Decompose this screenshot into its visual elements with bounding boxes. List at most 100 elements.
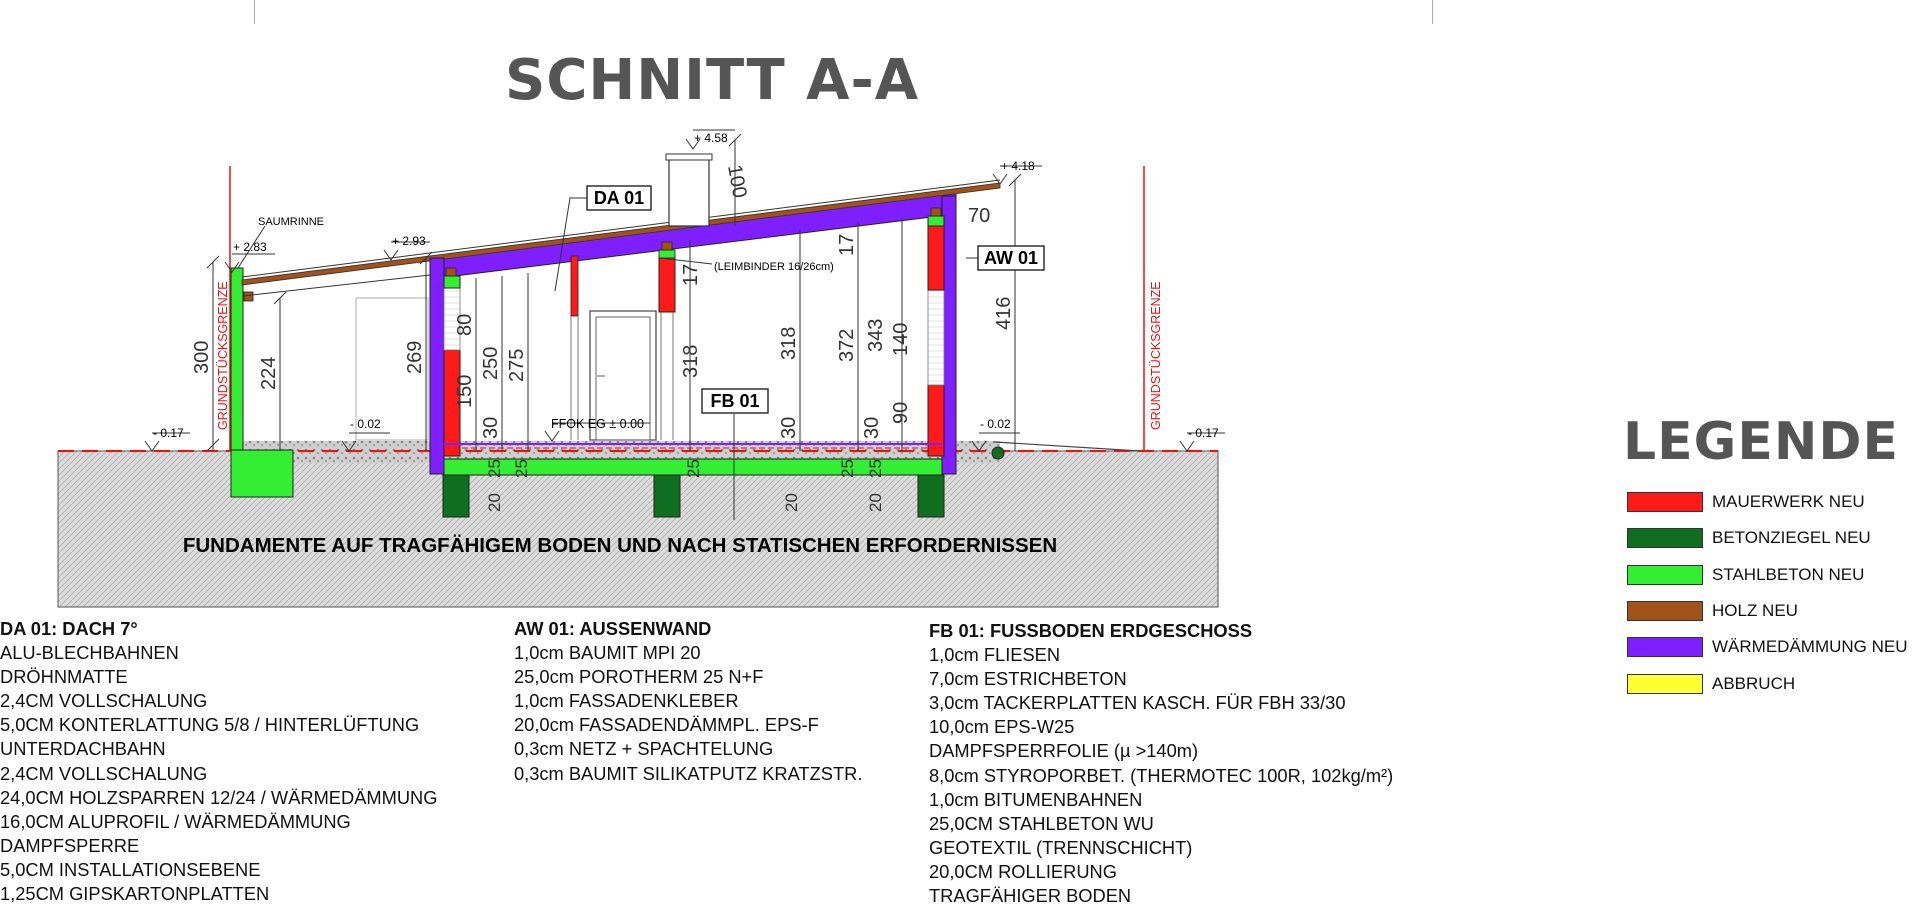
- dim-416: 416: [993, 297, 1015, 330]
- spec-aw01-title: AW 01: AUSSENWAND: [514, 618, 712, 639]
- spec-line: 10,0cm EPS-W25: [929, 716, 1075, 738]
- spec-line: 25,0CM STAHLBETON WU: [929, 812, 1154, 834]
- dim-20-c: 20: [866, 493, 885, 512]
- boundary-left-label: GRUNDSTÜCKSGRENZE: [216, 281, 230, 430]
- dim-224: 224: [258, 357, 280, 390]
- legend-label: HOLZ NEU: [1712, 601, 1798, 621]
- legend-swatch: [1627, 673, 1703, 694]
- sheet-mark-left: [254, 0, 255, 24]
- spec-line: 3,0cm TACKERPLATTEN KASCH. FÜR FBH 33/30: [929, 692, 1346, 714]
- spec-line: 1,0cm BAUMIT MPI 20: [514, 642, 701, 664]
- dim-25-e: 25: [866, 459, 885, 478]
- legend-swatch: [1627, 528, 1703, 549]
- section-drawing: DA 01 AW 01 FB 01 FUNDAMENTE AUF TRAGFÄH…: [57, 129, 1225, 608]
- dim-20-b: 20: [782, 493, 801, 512]
- spec-line: 8,0cm STYROPORBET. (THERMOTEC 100R, 102k…: [929, 764, 1394, 786]
- spec-line: 0,3cm BAUMIT SILIKATPUTZ KRATZSTR.: [514, 762, 863, 784]
- spec-line: 1,0cm BITUMENBAHNEN: [929, 788, 1143, 810]
- foundation-note: FUNDAMENTE AUF TRAGFÄHIGEM BODEN UND NAC…: [183, 534, 1057, 557]
- dim-25-b: 25: [512, 459, 531, 478]
- dim-250: 250: [480, 347, 502, 380]
- dim-343: 343: [865, 319, 887, 352]
- level-minus-017-right: - 0.17: [1188, 426, 1219, 440]
- foundation-left: [442, 474, 470, 518]
- boundary-right-label: GRUNDSTÜCKSGRENZE: [1149, 281, 1163, 430]
- level-458: + 4.58: [694, 131, 728, 145]
- dim-17-a: 17: [680, 264, 702, 286]
- dim-318-b: 318: [778, 327, 800, 360]
- dim-20-a: 20: [485, 493, 504, 512]
- spec-line: DRÖHNMATTE: [0, 666, 128, 688]
- spec-line: 0,3cm NETZ + SPACHTELUNG: [514, 738, 774, 760]
- dim-140: 140: [890, 323, 912, 356]
- tag-fb01: FB 01: [710, 391, 759, 411]
- level-293: + 2.93: [392, 234, 426, 248]
- dim-90: 90: [890, 402, 912, 424]
- dim-25-a: 25: [485, 459, 504, 478]
- legend-label: MAUERWERK NEU: [1712, 492, 1865, 512]
- spec-line: ALU-BLECHBAHNEN: [0, 642, 179, 664]
- legend-swatch: [1627, 601, 1703, 622]
- spec-da01-title: DA 01: DACH 7°: [0, 618, 138, 639]
- drawing-title: SCHNITT A-A: [505, 48, 920, 113]
- ffok-label: FFOK EG ± 0.00: [551, 417, 644, 431]
- legend-item: MAUERWERK NEU: [1627, 484, 1908, 520]
- spec-line: 24,0CM HOLZSPARREN 12/24 / WÄRMEDÄMMUNG: [0, 786, 438, 808]
- legend-swatch: [1627, 492, 1703, 513]
- dim-100: 100: [723, 163, 750, 200]
- spec-line: 25,0cm POROTHERM 25 N+F: [514, 666, 764, 688]
- legend-label: BETONZIEGEL NEU: [1712, 528, 1871, 548]
- saumrinne-label: SAUMRINNE: [258, 216, 324, 228]
- spec-line: 5,0CM KONTERLATTUNG 5/8 / HINTERLÜFTUNG: [0, 714, 420, 736]
- legend-swatch: [1627, 564, 1703, 585]
- dim-80: 80: [454, 314, 476, 336]
- tag-box-aw01: [977, 245, 1045, 271]
- level-minus-017-left: - 0.17: [153, 426, 184, 440]
- spec-fb01-title: FB 01: FUSSBODEN ERDGESCHOSS: [929, 620, 1253, 641]
- spec-fb01: FB 01: FUSSBODEN ERDGESCHOSS 1,0cm FLIES…: [929, 619, 1393, 908]
- annex-wall: [230, 267, 244, 451]
- spec-line: GEOTEXTIL (TRENNSCHICHT): [929, 836, 1193, 858]
- foundation-right: [917, 474, 945, 518]
- spec-line: DAMPFSPERRFOLIE (µ >140m): [929, 740, 1199, 762]
- dim-25-d: 25: [838, 459, 857, 478]
- chimney: [668, 155, 710, 227]
- dim-30-a: 30: [480, 417, 502, 439]
- sheet-mark-right: [1432, 0, 1433, 24]
- foundation-middle: [653, 474, 681, 518]
- spec-line: TRAGFÄHIGER BODEN: [929, 885, 1132, 907]
- level-283: + 2.83: [233, 240, 267, 254]
- leimbinder-label: (LEIMBINDER 16/26cm): [714, 261, 834, 273]
- spec-line: 16,0CM ALUPROFIL / WÄRMEDÄMMUNG: [0, 810, 351, 832]
- tag-aw01: AW 01: [984, 248, 1038, 268]
- dim-318-a: 318: [680, 345, 702, 378]
- dim-25-c: 25: [684, 459, 703, 478]
- legend-item: BETONZIEGEL NEU: [1627, 520, 1908, 556]
- dim-30-b: 30: [778, 417, 800, 439]
- spec-line: 2,4CM VOLLSCHALUNG: [0, 762, 208, 784]
- tag-box-fb01: [701, 388, 769, 414]
- spec-da01: DA 01: DACH 7° ALU-BLECHBAHNEN DRÖHNMATT…: [0, 617, 437, 906]
- dim-372: 372: [836, 329, 858, 362]
- dim-275: 275: [506, 349, 528, 382]
- level-minus-002-left: - 0.02: [350, 417, 381, 431]
- spec-line: 1,0cm FASSADENKLEBER: [514, 690, 739, 712]
- spec-line: 2,4CM VOLLSCHALUNG: [0, 690, 208, 712]
- legend-label: ABBRUCH: [1712, 673, 1796, 693]
- spec-aw01: AW 01: AUSSENWAND 1,0cm BAUMIT MPI 20 25…: [514, 617, 862, 786]
- legend-item: STAHLBETON NEU: [1627, 557, 1908, 593]
- spec-line: 1,0cm FLIESEN: [929, 644, 1061, 666]
- tag-da01: DA 01: [594, 188, 644, 208]
- legend-item: WÄRMEDÄMMUNG NEU: [1627, 629, 1908, 665]
- spec-line: DAMPFSPERRE: [0, 834, 140, 856]
- dim-17-b: 17: [836, 234, 858, 256]
- dim-30-c: 30: [861, 417, 883, 439]
- legend-label: WÄRMEDÄMMUNG NEU: [1712, 637, 1908, 657]
- legend-title: LEGENDE: [1623, 412, 1900, 472]
- level-minus-002-right: - 0.02: [980, 417, 1011, 431]
- spec-line: UNTERDACHBAHN: [0, 738, 166, 760]
- annex-foundation: [230, 449, 294, 498]
- legend-item: ABBRUCH: [1627, 665, 1908, 701]
- dim-269: 269: [404, 341, 426, 374]
- dim-300: 300: [191, 341, 213, 374]
